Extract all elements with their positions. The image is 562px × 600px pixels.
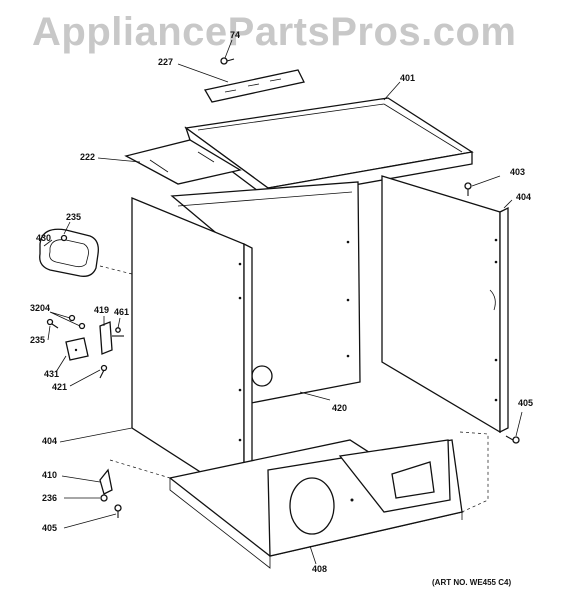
callout-431: 431 xyxy=(44,369,60,379)
callout-3204: 3204 xyxy=(30,303,51,313)
door-switch xyxy=(99,321,124,355)
callout-421: 421 xyxy=(52,382,68,392)
leveling-leg xyxy=(99,468,113,502)
screw-421 xyxy=(99,364,108,379)
screw-74 xyxy=(220,57,235,65)
leader-lines xyxy=(43,39,523,565)
screw-405-left xyxy=(114,504,122,518)
callout-403: 403 xyxy=(510,167,526,177)
callout-227: 227 xyxy=(158,57,174,67)
screw-405-right xyxy=(505,435,520,444)
callout-235-upper: 235 xyxy=(66,212,82,222)
callout-401: 401 xyxy=(400,73,416,83)
callout-235-lower: 235 xyxy=(30,335,46,345)
art-number-label: (ART NO. WE455 C4) xyxy=(432,578,512,587)
callout-419: 419 xyxy=(94,305,110,315)
callout-408: 408 xyxy=(312,564,328,574)
switch-bracket xyxy=(65,337,89,361)
callout-222: 222 xyxy=(80,152,96,162)
callout-236: 236 xyxy=(42,493,58,503)
callout-461: 461 xyxy=(114,307,130,317)
watermark-logo: AppliancePartsPros.com xyxy=(32,10,517,54)
callout-404-left: 404 xyxy=(42,436,58,446)
screw-403 xyxy=(464,182,472,196)
callout-405-left: 405 xyxy=(42,523,58,533)
callout-430: 430 xyxy=(36,233,52,243)
screw-235-lower xyxy=(46,318,59,329)
left-side-panel xyxy=(131,197,253,506)
callout-74: 74 xyxy=(230,30,241,40)
front-base-frame xyxy=(168,439,464,569)
screw-235-upper xyxy=(60,234,68,242)
vent-trim xyxy=(39,228,99,277)
callout-405-right: 405 xyxy=(518,398,534,408)
top-bracket xyxy=(203,69,305,103)
clips-3204 xyxy=(68,314,86,330)
right-side-panel xyxy=(381,175,509,434)
callout-420: 420 xyxy=(332,403,348,413)
callout-410: 410 xyxy=(42,470,58,480)
callout-404-right: 404 xyxy=(516,192,532,202)
rear-bracket xyxy=(124,139,242,185)
